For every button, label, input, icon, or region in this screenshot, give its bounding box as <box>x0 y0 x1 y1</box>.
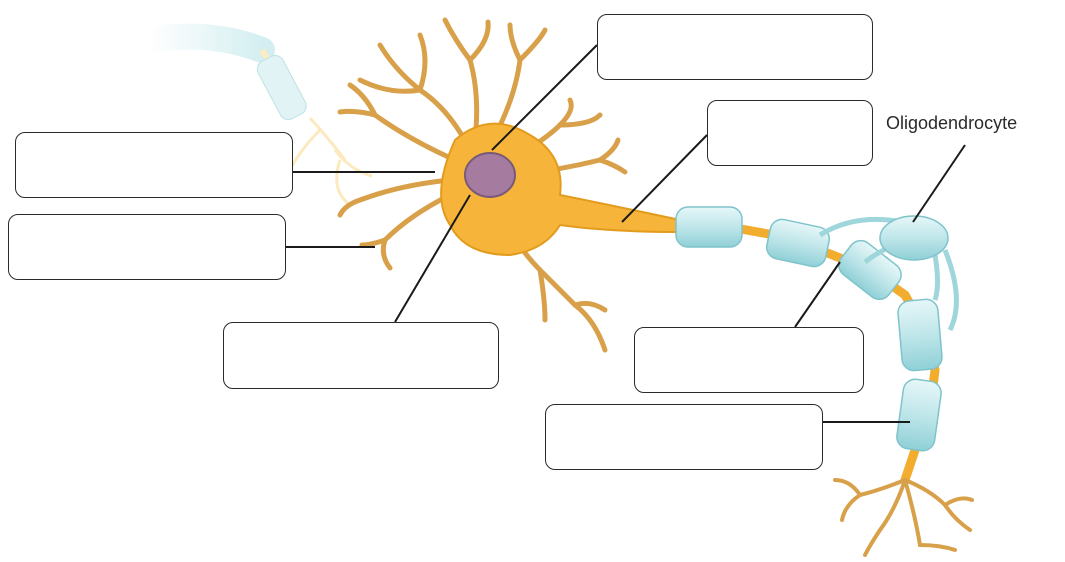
axon-terminals <box>835 480 972 555</box>
nucleus <box>465 153 515 197</box>
label-box-axon[interactable] <box>707 100 873 166</box>
label-box-myelin-sheath[interactable] <box>545 404 823 470</box>
label-box-cell-body[interactable] <box>597 14 873 80</box>
label-box-dendrite-upper[interactable] <box>15 132 293 198</box>
oligodendrocyte-label: Oligodendrocyte <box>886 113 1017 134</box>
label-box-node-of-ranvier[interactable] <box>634 327 864 393</box>
label-box-nucleus[interactable] <box>223 322 499 389</box>
label-box-dendrite-lower[interactable] <box>8 214 286 280</box>
